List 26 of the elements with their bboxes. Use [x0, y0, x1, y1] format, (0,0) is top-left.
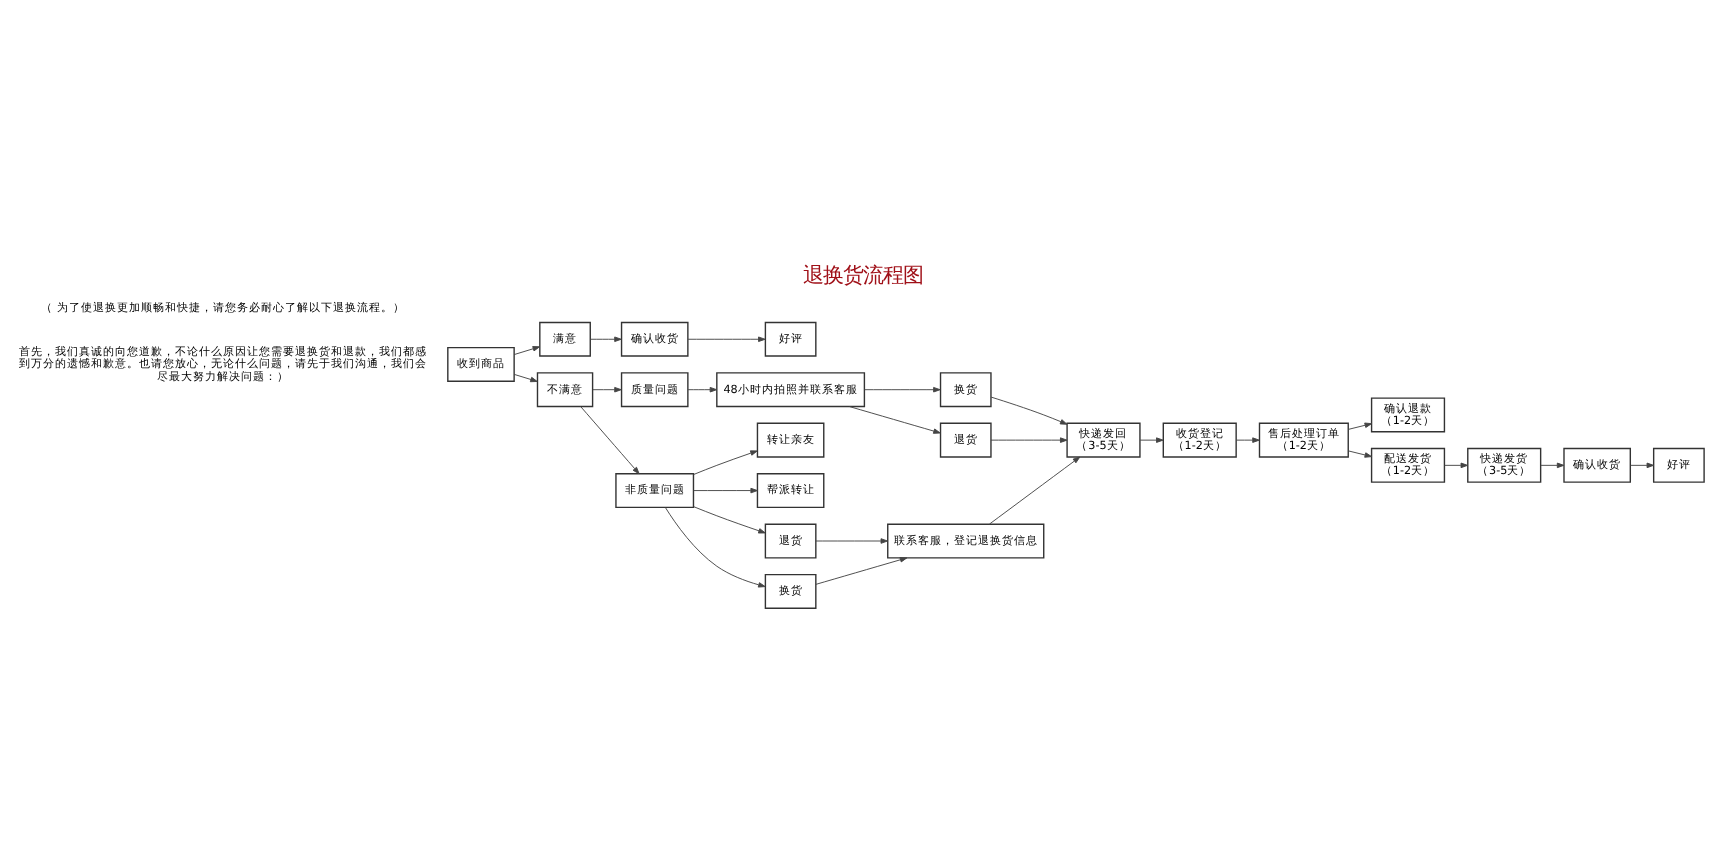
arrow — [1235, 436, 1260, 442]
arrow — [1139, 436, 1164, 442]
arrow — [1348, 421, 1373, 429]
arrow — [849, 405, 941, 433]
arrow — [589, 335, 622, 341]
arrow — [864, 385, 941, 392]
arrow — [990, 395, 1068, 424]
diagram-title: 退换货流程图 — [803, 262, 923, 287]
arrow — [1444, 461, 1469, 468]
arrow — [687, 385, 718, 392]
arrow — [592, 385, 622, 392]
arrow — [513, 372, 538, 382]
arrow — [990, 436, 1068, 442]
arrow — [988, 455, 1081, 524]
arrow — [693, 449, 758, 474]
arrow — [1348, 449, 1373, 457]
arrow — [693, 486, 758, 493]
arrow — [665, 506, 766, 587]
arrow — [1540, 461, 1565, 468]
arrow — [1630, 461, 1655, 468]
arrow — [693, 505, 766, 533]
arrow — [580, 405, 640, 474]
arrow — [815, 537, 889, 543]
arrow — [815, 556, 908, 584]
arrow — [687, 335, 766, 341]
arrow — [513, 345, 541, 355]
